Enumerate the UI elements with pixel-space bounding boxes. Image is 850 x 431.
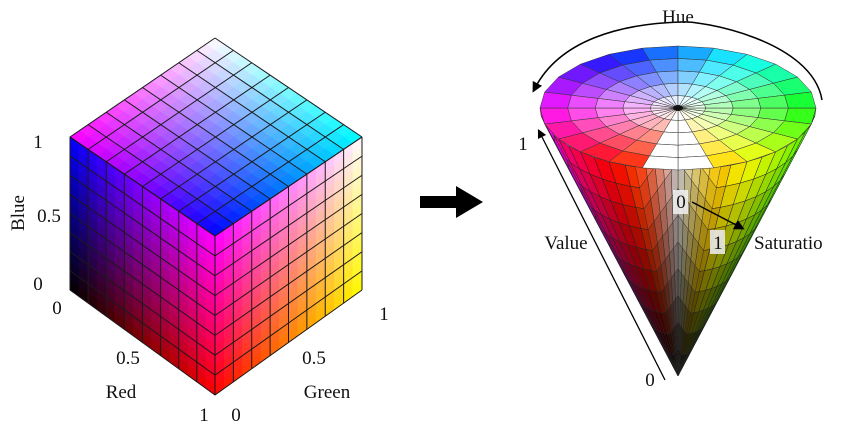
red-axis-label: Red: [106, 382, 137, 403]
red-tick-1: 1: [199, 405, 209, 426]
cube-grid-line: [124, 99, 271, 200]
cutaway-face-right: [677, 353, 683, 377]
hue-label: Hue: [662, 7, 694, 28]
cube-grid-line: [160, 99, 308, 200]
saturation-tick-1: 1: [713, 233, 723, 254]
cube-grid-line: [178, 111, 326, 212]
cone-top-cell: [539, 107, 572, 125]
cube-faces: [69, 37, 363, 396]
cube-grid-line: [214, 289, 363, 396]
blue-tick-0: 0: [33, 274, 43, 295]
cutaway-face-left: [673, 353, 679, 377]
blue-tick-0.5: 0.5: [37, 206, 61, 227]
value-tick-0: 0: [645, 370, 655, 391]
cube-grid-line: [214, 213, 363, 316]
cube-grid-line: [69, 232, 216, 336]
green-tick-1: 1: [379, 304, 389, 325]
green-axis-label: Green: [304, 382, 351, 403]
cube-grid-line: [69, 213, 216, 316]
rgb-cube: [69, 37, 363, 396]
hsv-cone: [539, 45, 817, 377]
blue-tick-1: 1: [33, 132, 43, 153]
cube-grid-line: [69, 251, 216, 356]
value-tick-1: 1: [518, 134, 528, 155]
hue-arrow: [532, 21, 823, 101]
saturation-arrow: [691, 201, 745, 230]
value-label: Value: [544, 233, 587, 254]
cube-grid-line: [214, 232, 363, 336]
value-line: [537, 128, 666, 381]
green-tick-0: 0: [231, 405, 241, 426]
cone-top-cell: [784, 91, 817, 109]
green-tick-0.5: 0.5: [302, 348, 326, 369]
cube-grid-lines: [69, 37, 363, 396]
cone-top-disk: [539, 45, 817, 171]
saturation-tick-1-box: [710, 230, 725, 254]
saturation-label: Saturatio: [754, 233, 823, 254]
cone-cutaway: [635, 107, 721, 377]
saturation-tick-0: 0: [676, 192, 686, 213]
saturation-tick-0-box: [673, 190, 688, 214]
cube-grid-line: [214, 251, 363, 356]
red-tick-0.5: 0.5: [116, 348, 140, 369]
conversion-arrow: [420, 186, 483, 218]
red-tick-0: 0: [52, 298, 62, 319]
cube-grid-line: [87, 124, 234, 225]
cube-grid-line: [214, 270, 363, 376]
cube-grid-line: [105, 111, 253, 212]
cone-top-center: [673, 105, 683, 111]
cube-grid-line: [69, 270, 216, 376]
cube-grid-line: [142, 87, 289, 187]
cube-grid-line: [69, 289, 216, 396]
cone-surface-cell: [663, 349, 679, 377]
blue-axis-label: Blue: [8, 195, 29, 231]
cube-grid-line: [196, 124, 344, 225]
